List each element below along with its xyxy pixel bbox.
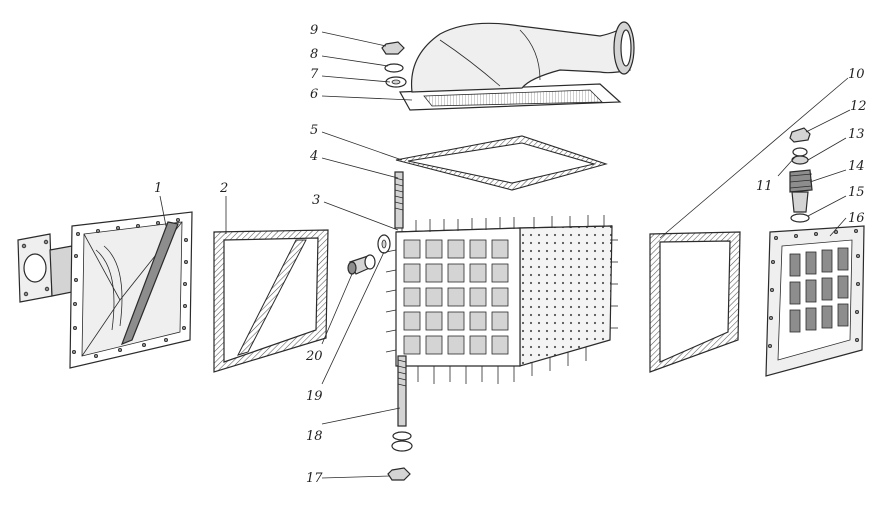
callout-labels: 1 2 3 4 5 6 7 8 9 10 11 12 13 14 15 16 1… [154, 23, 867, 486]
callout-17: 17 [306, 471, 323, 486]
right-gasket [649, 231, 741, 373]
callout-13: 13 [848, 127, 865, 142]
radiator-core [385, 215, 618, 384]
callout-11: 11 [756, 179, 773, 194]
lower-stud [387, 355, 413, 481]
callout-12: 12 [850, 99, 867, 114]
callout-5: 5 [310, 123, 318, 138]
drain-plug [347, 234, 391, 275]
callout-1: 1 [154, 181, 162, 196]
callout-20: 20 [305, 349, 323, 364]
callout-6: 6 [310, 87, 318, 102]
left-gasket [213, 229, 329, 373]
upper-stud [394, 171, 404, 229]
callout-16: 16 [848, 211, 865, 226]
callout-4: 4 [309, 149, 318, 164]
callout-19: 19 [306, 389, 323, 404]
callout-10: 10 [848, 67, 865, 82]
callout-18: 18 [306, 429, 323, 444]
callout-9: 9 [310, 23, 318, 38]
callout-14: 14 [848, 159, 865, 174]
left-end-cover [17, 211, 193, 369]
callout-8: 8 [310, 47, 318, 62]
top-hood [399, 21, 635, 111]
callout-15: 15 [848, 185, 865, 200]
hood-fasteners [381, 41, 407, 88]
filler-cap-assembly [789, 127, 813, 223]
right-end-cover [765, 225, 865, 377]
callout-3: 3 [312, 193, 320, 208]
leader-lines [159, 31, 851, 479]
callout-2: 2 [219, 181, 228, 196]
callout-7: 7 [310, 67, 319, 82]
top-gasket [395, 135, 608, 191]
